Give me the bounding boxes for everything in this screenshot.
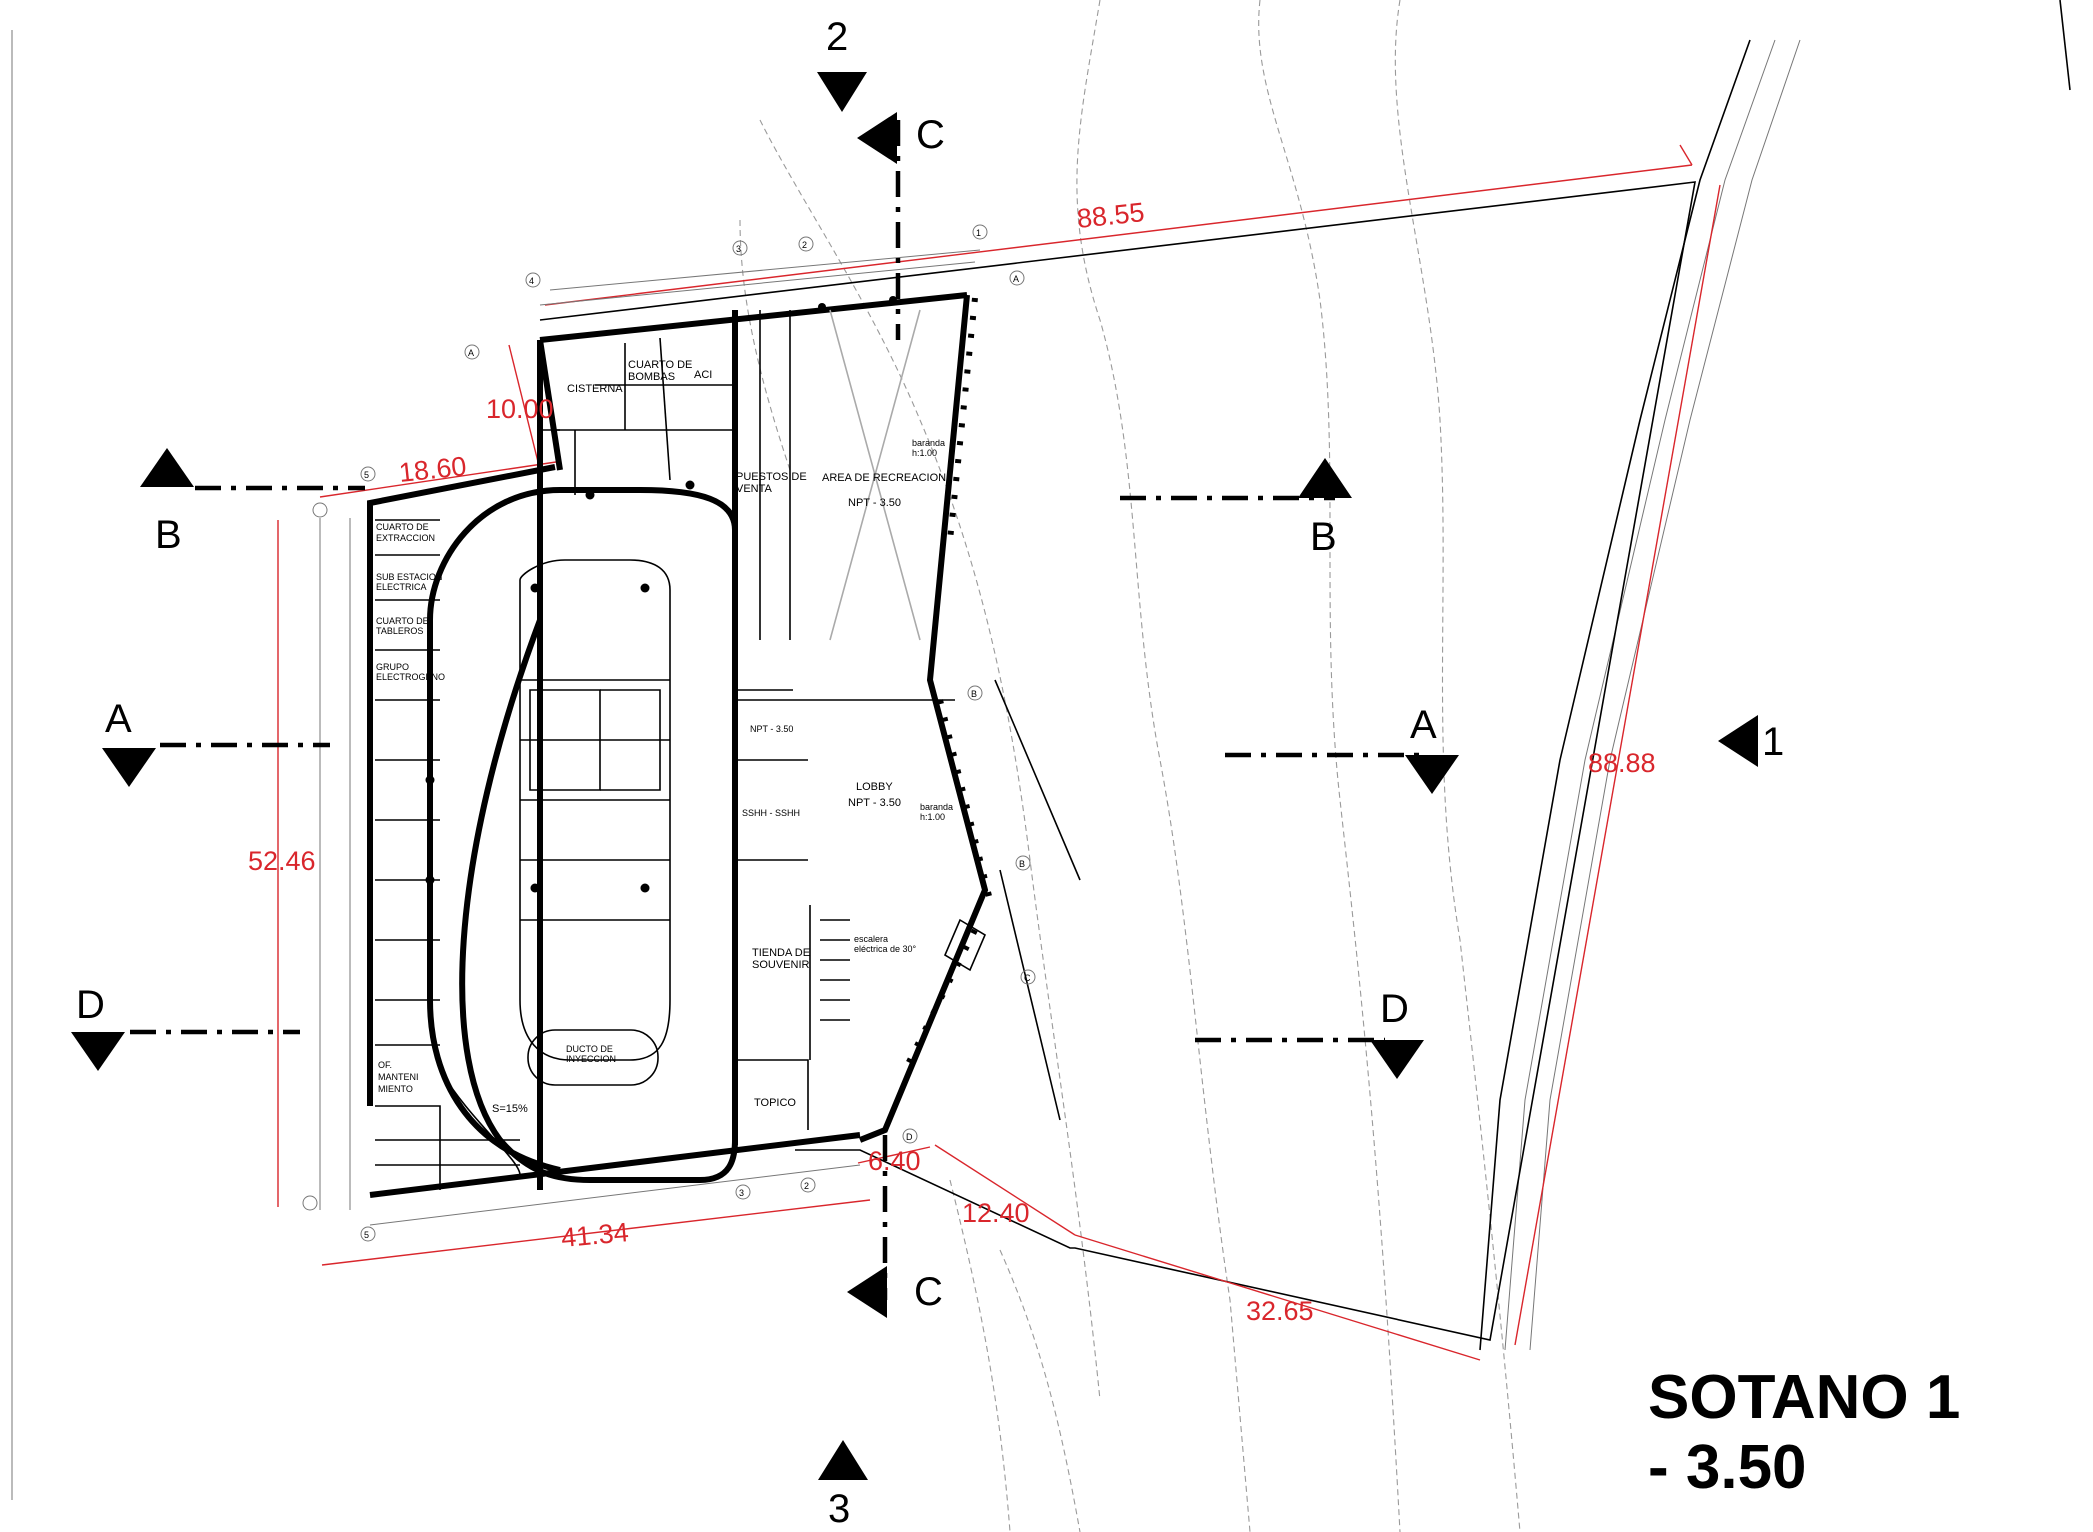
section-c-bottom-arrow-icon: [847, 1266, 887, 1318]
room-cisterna: CISTERNA: [567, 383, 623, 395]
dim-bottom-edge: 41.34: [560, 1217, 630, 1253]
note-baranda-1: baranda: [912, 438, 945, 448]
grid-label-a-right: A: [1013, 274, 1019, 284]
grid-label-3-bottom: 3: [739, 1188, 744, 1198]
room-grupo-1: GRUPO: [376, 662, 409, 672]
dim-bottom-mid: 12.40: [962, 1198, 1030, 1228]
note-baranda-lobby-2: h:1.00: [920, 812, 945, 822]
grid-label-4: 4: [529, 276, 534, 286]
room-aci: ACI: [694, 369, 712, 381]
room-npt-lobby: NPT - 3.50: [848, 797, 901, 809]
marker-a-right: A: [1410, 703, 1437, 747]
section-b-left-arrow-icon: [140, 448, 194, 487]
room-ducto-2: INYECCION: [566, 1054, 616, 1064]
room-npt-corridor: NPT - 3.50: [750, 724, 793, 734]
room-tienda-1: TIENDA DE: [752, 947, 810, 959]
section-a-left-arrow-icon: [102, 748, 156, 787]
property-outline: [539, 181, 1696, 1341]
grid-label-a-top: A: [468, 348, 474, 358]
dimension-lines: [277, 144, 1721, 1361]
grid-label-2-bottom: 2: [804, 1181, 809, 1191]
grid-label-b-2: B: [1019, 859, 1025, 869]
grid-label-5-bottom: 5: [364, 1230, 369, 1240]
road-edges: [1479, 0, 2071, 1351]
marker-a-left: A: [105, 697, 132, 741]
marker-b-left: B: [155, 513, 182, 557]
room-subestacion-1: SUB ESTACION: [376, 572, 442, 582]
room-of-2: MANTENI: [378, 1072, 419, 1082]
note-slope: S=15%: [492, 1103, 528, 1115]
room-tableros-1: CUARTO DE: [376, 616, 429, 626]
grid-labels: 4 3 2 1 A 5 A B B C D 3 2 5: [364, 228, 1031, 1240]
marker-d-left: D: [76, 983, 105, 1027]
dim-bottom-right: 32.65: [1246, 1296, 1314, 1326]
section-d-left-arrow-icon: [71, 1032, 125, 1071]
room-ducto-1: DUCTO DE: [566, 1044, 613, 1054]
dim-right-edge: 88.88: [1588, 748, 1656, 778]
room-subestacion-2: ELECTRICA: [376, 582, 427, 592]
grid-label-3-top: 3: [736, 244, 741, 254]
grid-label-5-left: 5: [364, 470, 369, 480]
room-puestos-1: PUESTOS DE: [736, 471, 807, 483]
grid-label-1: 1: [976, 228, 981, 238]
section-3-arrow-icon: [818, 1440, 868, 1480]
room-labels: CISTERNA CUARTO DE BOMBAS ACI PUESTOS DE…: [376, 359, 953, 1115]
room-extraccion-2: EXTRACCION: [376, 533, 435, 543]
grid-bubbles: [302, 224, 1036, 1242]
section-marker-labels: 2 C C 3 B B A A D D 1: [76, 15, 1784, 1531]
room-sshh: SSHH - SSHH: [742, 808, 800, 818]
dim-bottom-small: 6.40: [868, 1146, 921, 1176]
grid-label-c: C: [1024, 973, 1031, 983]
section-arrows: [71, 72, 1758, 1480]
section-cut-lines: [130, 120, 1420, 1300]
room-of-3: MIENTO: [378, 1084, 413, 1094]
marker-d-right: D: [1380, 987, 1409, 1031]
room-tienda-2: SOUVENIR: [752, 959, 810, 971]
section-2-arrow-icon: [817, 72, 867, 112]
dim-top-edge: 88.55: [1075, 197, 1145, 234]
room-area-recreacion: AREA DE RECREACION: [822, 472, 946, 484]
room-grupo-2: ELECTROGENO: [376, 672, 445, 682]
room-of-1: OF.: [378, 1060, 392, 1070]
marker-1: 1: [1762, 720, 1784, 764]
note-escalera-2: eléctrica de 30°: [854, 944, 917, 954]
room-topico: TOPICO: [754, 1097, 796, 1109]
room-npt-recreacion: NPT - 3.50: [848, 497, 901, 509]
marker-c-bottom: C: [914, 1270, 943, 1314]
inner-lines: [319, 249, 1081, 1226]
grid-label-d: D: [906, 1132, 913, 1142]
section-d-right-arrow-icon: [1370, 1040, 1424, 1079]
marker-3: 3: [828, 1487, 850, 1531]
dim-top-left-wall: 10.00: [486, 394, 554, 424]
grid-label-2-top: 2: [802, 240, 807, 250]
drawing-title: SOTANO 1: [1648, 1363, 1960, 1432]
dimension-labels: 88.55 88.88 52.46 41.34 10.00 18.60 6.40…: [248, 197, 1656, 1326]
room-extraccion-1: CUARTO DE: [376, 522, 429, 532]
room-bombas-1: CUARTO DE: [628, 359, 692, 371]
dim-left-top: 18.60: [397, 451, 467, 488]
marker-b-right: B: [1310, 515, 1337, 559]
room-puestos-2: VENTA: [736, 483, 773, 495]
marker-c-top: C: [916, 113, 945, 157]
note-baranda-lobby-1: baranda: [920, 802, 953, 812]
room-bombas-2: BOMBAS: [628, 371, 675, 383]
section-1-arrow-icon: [1718, 715, 1758, 767]
section-c-top-arrow-icon: [857, 112, 897, 164]
section-a-right-arrow-icon: [1405, 755, 1459, 794]
grid-label-b: B: [971, 689, 977, 699]
marker-2: 2: [826, 15, 848, 59]
drawing-level: - 3.50: [1648, 1433, 1807, 1502]
columns: [425, 296, 897, 893]
room-tableros-2: TABLEROS: [376, 626, 423, 636]
dim-left-edge: 52.46: [248, 846, 316, 876]
section-b-right-arrow-icon: [1298, 458, 1352, 498]
terrain-contours: [739, 0, 1521, 1532]
note-baranda-2: h:1.00: [912, 448, 937, 458]
room-lobby: LOBBY: [856, 781, 893, 793]
note-escalera-1: escalera: [854, 934, 888, 944]
